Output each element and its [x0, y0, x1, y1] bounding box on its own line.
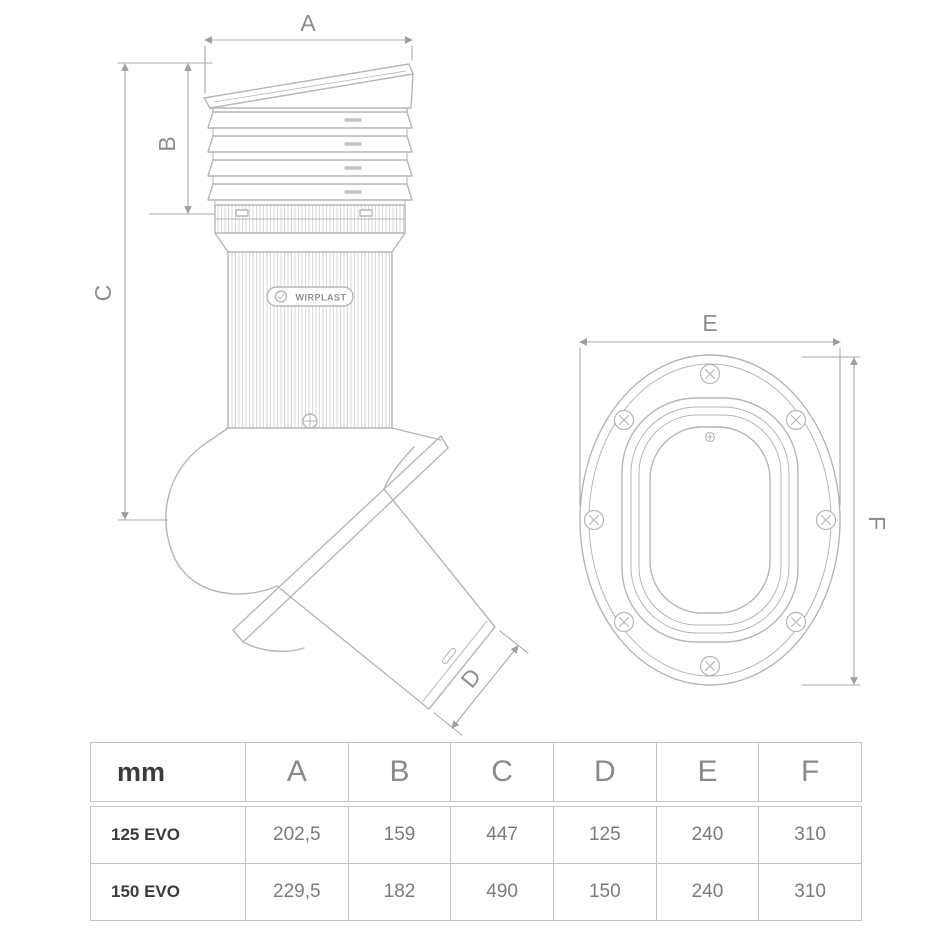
- dim-label-b: B: [154, 136, 180, 151]
- value-d: 150: [552, 863, 657, 921]
- dimension-a: [204, 36, 413, 94]
- col-header-d: D: [552, 742, 657, 802]
- value-a: 202,5: [245, 806, 349, 864]
- collar: [214, 199, 406, 253]
- dim-label-f: F: [864, 516, 890, 530]
- screw-icons: [583, 363, 837, 677]
- value-b: 182: [347, 863, 452, 921]
- col-header-e: E: [655, 742, 760, 802]
- technical-drawing: WIRPLAST: [90, 10, 890, 736]
- vent-pipe: WIRPLAST: [227, 251, 393, 429]
- vent-cap: [203, 63, 414, 109]
- table-header: mm A B C D E F: [90, 742, 862, 802]
- model-name: 125 EVO: [90, 806, 246, 864]
- header-row: mm A B C D E F: [90, 742, 862, 802]
- brand-label: WIRPLAST: [296, 293, 347, 303]
- value-f: 310: [758, 863, 862, 921]
- dimension-b: [117, 62, 215, 215]
- col-header-b: B: [347, 742, 452, 802]
- col-header-a: A: [245, 742, 349, 802]
- value-c: 490: [450, 863, 554, 921]
- screw-icon: [302, 413, 318, 429]
- dimension-d: [433, 630, 529, 736]
- brand-badge: WIRPLAST: [266, 286, 354, 307]
- side-view: WIRPLAST: [165, 63, 496, 710]
- value-b: 159: [347, 806, 452, 864]
- unit-header: mm: [90, 742, 246, 802]
- col-header-f: F: [758, 742, 862, 802]
- value-c: 447: [450, 806, 554, 864]
- dimension-c: [117, 63, 169, 521]
- louver-stack: [207, 107, 413, 201]
- dim-label-a: A: [300, 10, 316, 36]
- dimension-e: [579, 338, 841, 506]
- dimension-f: [801, 356, 861, 686]
- value-d: 125: [552, 806, 657, 864]
- value-e: 240: [655, 806, 760, 864]
- table-body: 125 EVO 202,5 159 447 125 240 310 150 EV…: [90, 806, 862, 921]
- value-e: 240: [655, 863, 760, 921]
- value-a: 229,5: [245, 863, 349, 921]
- value-f: 310: [758, 806, 862, 864]
- dim-label-e: E: [702, 310, 717, 336]
- col-header-c: C: [450, 742, 554, 802]
- dimensions-table: mm A B C D E F 125 EVO 202,5 159 447 125…: [90, 742, 862, 921]
- model-name: 150 EVO: [90, 863, 246, 921]
- bottom-view-dimensions: [579, 338, 861, 686]
- dim-label-c: C: [90, 285, 116, 302]
- elbow-and-flange: [165, 427, 496, 710]
- table-row-150-evo: 150 EVO 229,5 182 490 150 240 310: [90, 863, 862, 921]
- dim-label-d: D: [455, 663, 486, 692]
- bottom-view: [579, 354, 841, 686]
- side-view-dimensions: [117, 36, 529, 736]
- table-row-125-evo: 125 EVO 202,5 159 447 125 240 310: [90, 806, 862, 864]
